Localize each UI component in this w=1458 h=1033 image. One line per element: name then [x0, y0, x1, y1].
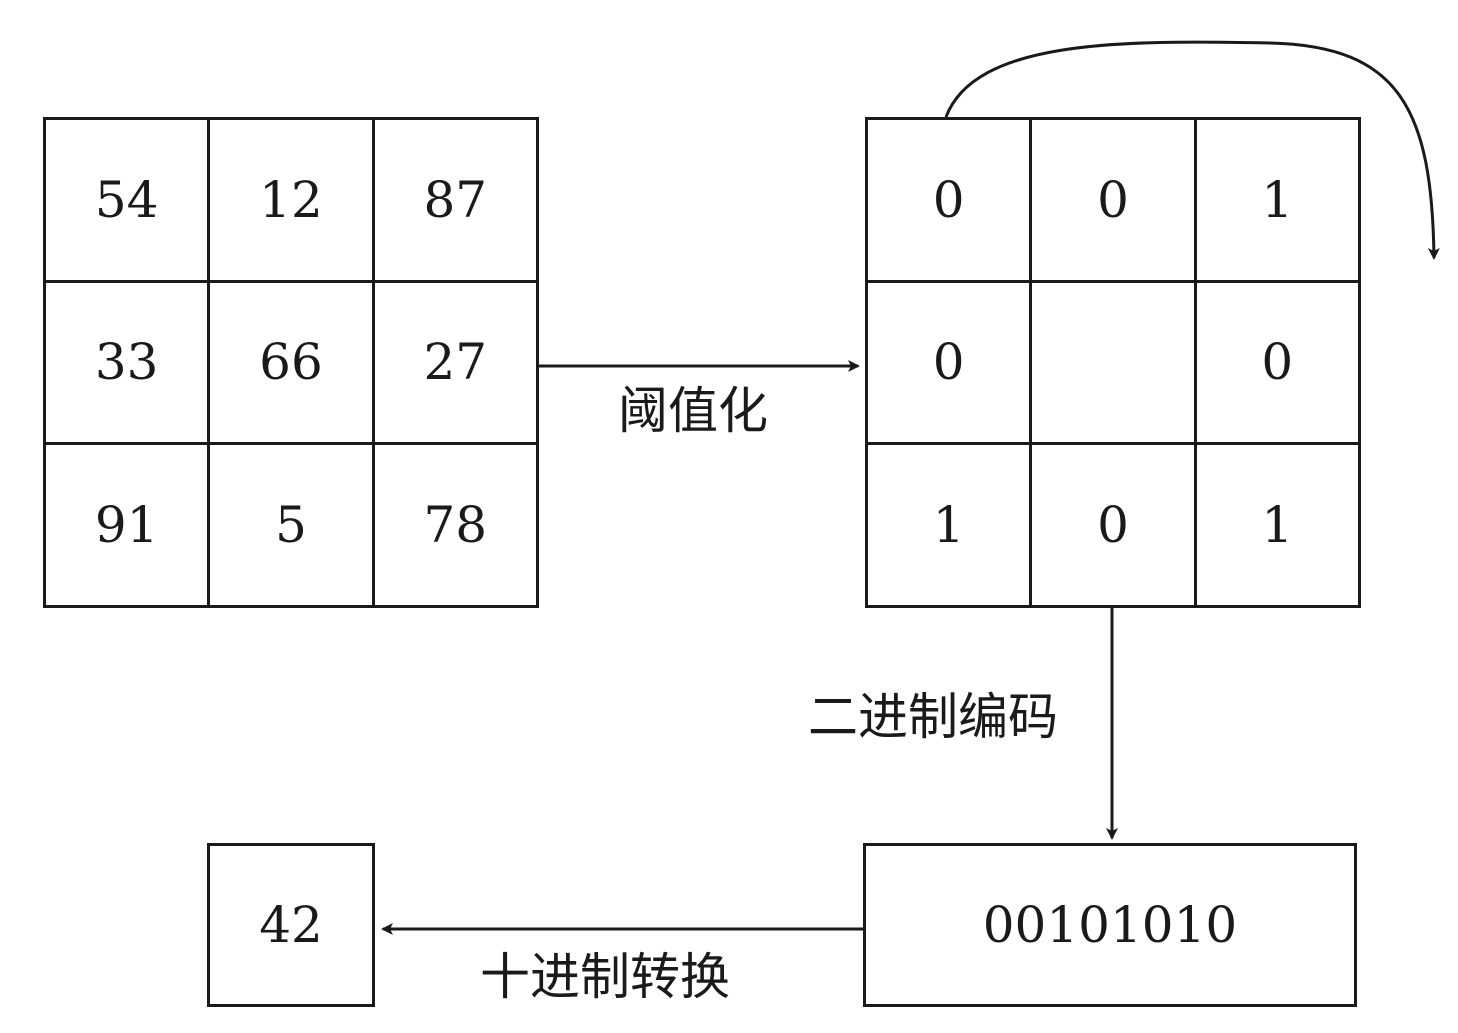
pixel-cell: 5 [210, 445, 375, 608]
binary-encode-label: 二进制编码 [808, 688, 1058, 746]
binary-cell: 1 [1196, 120, 1361, 283]
decimal-convert-label: 十进制转换 [480, 948, 730, 1006]
pixel-cell: 54 [46, 120, 211, 283]
binary-cell: 0 [868, 282, 1033, 446]
pixel-cell: 12 [210, 120, 375, 283]
threshold-label: 阈值化 [618, 382, 768, 440]
binary-cell: 1 [868, 445, 1033, 608]
reading-order-arrow [944, 40, 1440, 260]
pixel-cell-center: 66 [210, 282, 375, 446]
pixel-cell: 33 [46, 282, 211, 446]
binary-cell-center [1032, 282, 1197, 446]
binary-code-box: 00101010 [863, 843, 1357, 1007]
binary-code-value: 00101010 [982, 896, 1238, 954]
pixel-cell: 78 [374, 445, 539, 608]
pixel-cell: 27 [374, 282, 539, 446]
binary-cell: 0 [1032, 445, 1197, 608]
thresholded-binary-grid: 0 0 1 0 0 1 0 1 [865, 117, 1361, 608]
decimal-result-box: 42 [207, 843, 375, 1007]
pixel-cell: 91 [46, 445, 211, 608]
binary-cell: 1 [1196, 445, 1361, 608]
binary-cell: 0 [1196, 282, 1361, 446]
pixel-cell: 87 [374, 120, 539, 283]
binary-cell: 0 [868, 120, 1033, 283]
binary-cell: 0 [1032, 120, 1197, 283]
decimal-result-value: 42 [259, 896, 323, 954]
pixel-value-grid: 54 12 87 33 66 27 91 5 78 [43, 117, 539, 608]
